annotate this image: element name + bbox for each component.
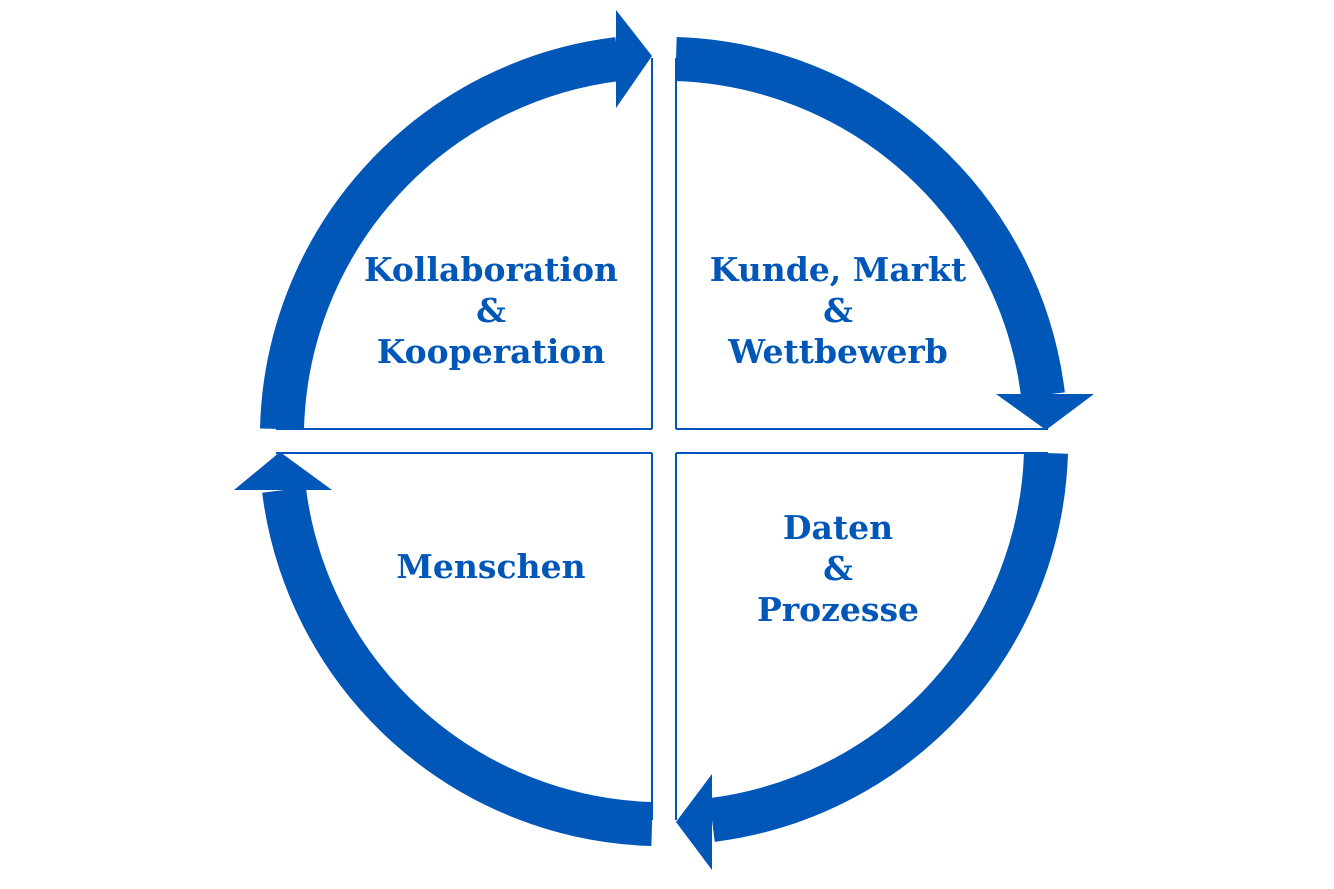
quadrant-label-bottom-right: Daten & Prozesse [678,507,998,630]
arc-bottom-right [709,452,1068,842]
quadrant-label-top-left: Kollaboration & Kooperation [331,249,651,372]
arrowhead-up-icon [234,452,332,490]
quadrant-label-line: Menschen [396,547,586,586]
cycle-arrowheads [234,10,1094,870]
arrowhead-down-icon [996,394,1094,430]
arc-bottom-left [262,487,653,846]
quadrant-label-line: & [476,291,506,330]
quadrant-label-line: & [823,291,853,330]
cycle-arcs [260,37,1068,846]
quadrant-label-top-right: Kunde, Markt & Wettbewerb [678,249,998,372]
quadrant-label-line: Kollaboration [363,250,619,289]
arc-top-left [260,37,621,430]
quadrant-label-line: Kooperation [376,332,606,371]
arc-top-right [675,37,1065,398]
quadrant-label-line: Daten [782,508,894,547]
quadrant-label-bottom-left: Menschen [331,546,651,587]
quadrant-label-line: Kunde, Markt [709,250,967,289]
arrowhead-right-icon [616,10,652,108]
quadrant-label-line: Prozesse [756,590,920,629]
quadrant-label-line: & [823,549,853,588]
arrowhead-left-icon [676,774,712,870]
quadrant-dividers [276,58,1048,820]
quadrant-label-line: Wettbewerb [728,332,948,371]
